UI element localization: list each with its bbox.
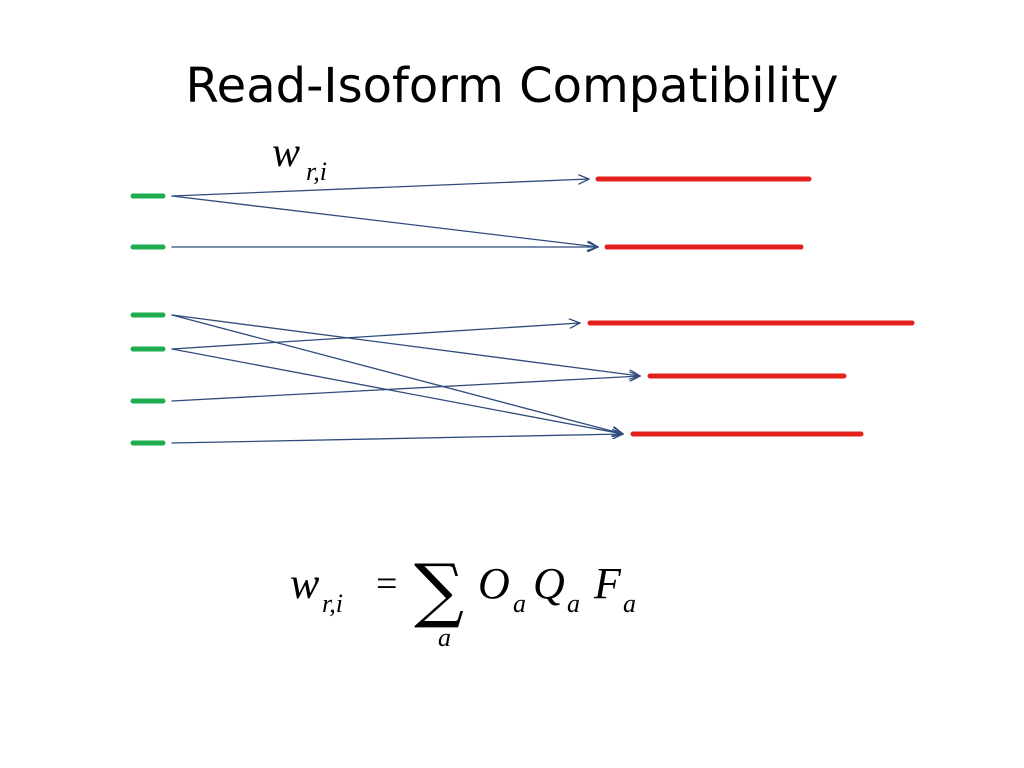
weight-label-symbol: w	[272, 130, 300, 176]
compatibility-arrow-r1-i2	[171, 195, 598, 247]
formula-term-o: O	[478, 559, 510, 608]
formula-term-q-subscript: a	[567, 589, 580, 618]
isoform-segments	[587, 176, 915, 437]
weight-label-subscript: r,i	[306, 157, 327, 186]
formula-lhs-subscript: r,i	[322, 589, 343, 618]
compatibility-arrow-r3-i5	[171, 314, 623, 434]
read-segments	[130, 193, 166, 446]
weight-formula: w r,i = ∑ a O a Q a F a	[290, 549, 636, 652]
compatibility-arrow-r5-i4	[171, 376, 640, 402]
compatibility-arrow-r4-i5	[171, 348, 623, 434]
formula-term-f: F	[593, 559, 622, 608]
compatibility-arrows	[171, 179, 640, 444]
formula-term-q: Q	[533, 559, 565, 608]
compatibility-arrow-r3-i4	[171, 314, 640, 376]
formula-lhs-symbol: w	[290, 559, 320, 608]
slide-title: Read-Isoform Compatibility	[185, 58, 839, 114]
compatibility-arrow-r4-i3	[171, 323, 580, 350]
formula-equals: =	[376, 563, 397, 605]
compatibility-arrow-r1-i1	[171, 179, 589, 197]
formula-term-o-subscript: a	[513, 589, 526, 618]
formula-sum-sign: ∑	[414, 549, 464, 631]
compatibility-arrow-r6-i5	[171, 434, 623, 444]
formula-sum-index: a	[438, 623, 451, 652]
formula-term-f-subscript: a	[623, 589, 636, 618]
weight-label: w r,i	[272, 130, 327, 186]
